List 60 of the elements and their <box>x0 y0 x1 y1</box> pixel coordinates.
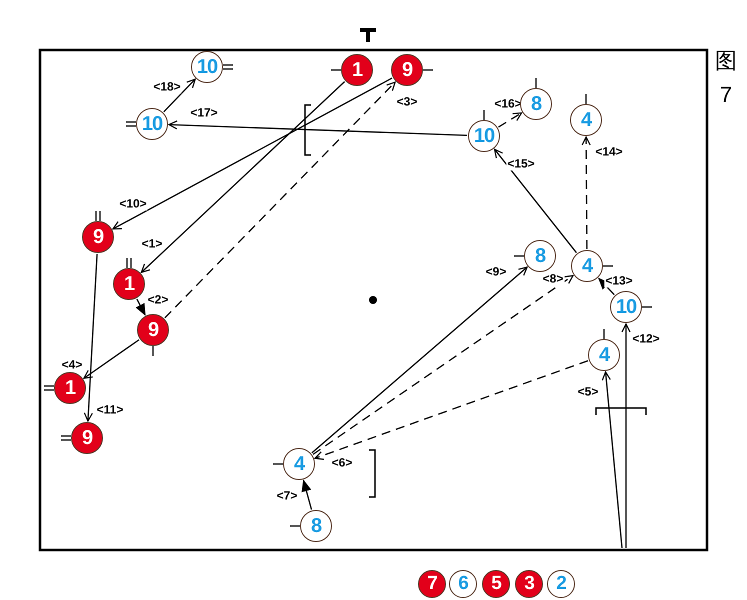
arrow <box>112 78 392 230</box>
edge-label: <17> <box>189 106 219 120</box>
edge-label: <10> <box>118 198 148 210</box>
player-marker: 8 <box>520 88 552 120</box>
player-marker: 5 <box>482 570 510 598</box>
edge-label: <3> <box>396 96 418 108</box>
player-marker: 9 <box>82 221 114 253</box>
edge-label: <16> <box>493 98 523 110</box>
arrow <box>83 339 140 379</box>
arrow <box>621 323 631 548</box>
edge-label: <13> <box>604 274 634 288</box>
edge-label: <9> <box>484 266 508 278</box>
player-marker: 6 <box>449 570 477 598</box>
arrow <box>602 371 623 548</box>
player-marker: 9 <box>137 314 169 346</box>
edge-label: <18> <box>152 80 182 94</box>
edge-label: <5> <box>576 386 600 398</box>
edge-label: <11> <box>96 404 124 416</box>
arrow <box>312 275 574 455</box>
arrow <box>163 78 196 112</box>
player-marker: 4 <box>588 339 620 371</box>
player-marker: 4 <box>570 104 602 136</box>
player-marker: 2 <box>547 570 575 598</box>
arrow <box>140 81 346 273</box>
player-marker: 8 <box>300 510 332 542</box>
player-marker: 10 <box>468 120 500 152</box>
edge-label: <7> <box>276 490 298 502</box>
edge-label: <2> <box>146 294 170 306</box>
player-marker: 9 <box>71 422 103 454</box>
figure-label: 图7 <box>714 47 738 109</box>
edge-label: <4> <box>60 358 84 372</box>
arrow <box>311 266 528 454</box>
edge-label: <12> <box>631 332 661 346</box>
arrow <box>136 298 146 316</box>
arrow <box>84 254 98 422</box>
arrow <box>314 360 588 460</box>
player-marker: 3 <box>515 570 543 598</box>
arrow <box>302 479 312 510</box>
player-marker: 9 <box>391 54 423 86</box>
player-marker: 7 <box>418 570 446 598</box>
arrow <box>498 112 522 128</box>
edge-label: <14> <box>594 146 624 158</box>
edge-label: <6> <box>330 456 354 470</box>
player-marker: 10 <box>136 108 168 140</box>
player-marker: 1 <box>341 54 373 86</box>
arrow <box>582 136 591 249</box>
player-marker: 8 <box>524 240 556 272</box>
arrow <box>168 120 468 136</box>
player-marker: 4 <box>283 448 315 480</box>
arrow <box>164 82 396 318</box>
player-marker: 1 <box>113 268 145 300</box>
player-marker: 10 <box>610 291 642 323</box>
edge-label: <1> <box>140 238 164 250</box>
arrow <box>494 148 577 254</box>
arrow <box>598 278 615 296</box>
edge-label: <15> <box>506 158 536 170</box>
player-marker: 4 <box>571 250 603 282</box>
player-marker: 1 <box>54 372 86 404</box>
edge-label: <8> <box>542 272 564 286</box>
player-marker: 10 <box>191 51 223 83</box>
